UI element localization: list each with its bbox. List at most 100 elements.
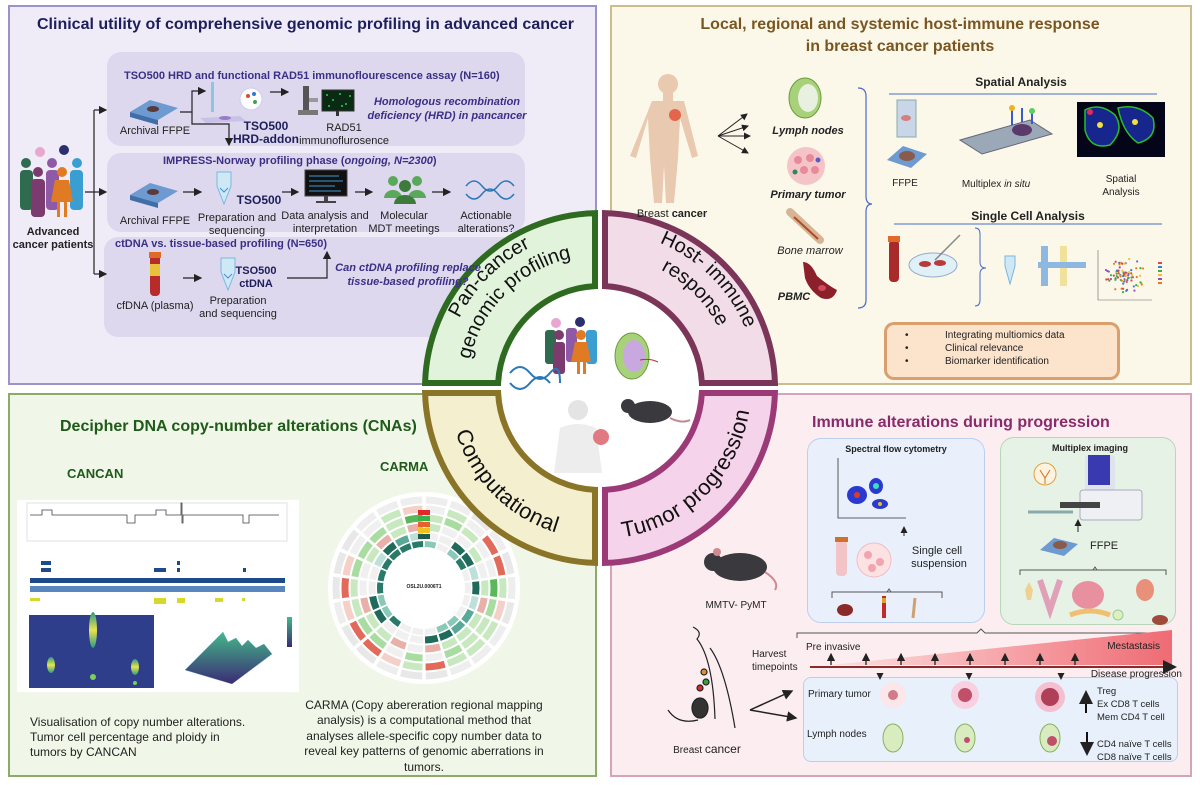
circos-segment <box>449 659 472 676</box>
umap-point <box>1118 263 1121 266</box>
umap-point <box>1139 281 1142 284</box>
circos-segment <box>471 512 492 532</box>
umap-point <box>1124 271 1127 274</box>
increased-cell-1: Treg <box>1097 686 1117 697</box>
circos-segment <box>484 558 497 578</box>
umap-legend-swatch <box>1158 278 1162 280</box>
circos-segment <box>460 526 479 544</box>
circos-segment <box>389 615 402 628</box>
circos-segment <box>407 523 423 533</box>
umap-point <box>1126 274 1130 277</box>
circos-segment <box>409 634 424 644</box>
umap-point <box>1122 282 1125 285</box>
circos-segment <box>450 541 466 556</box>
circos-segment <box>349 620 367 641</box>
circos-segment <box>382 541 398 556</box>
circos-segment <box>381 605 393 619</box>
circos-segment <box>407 643 423 653</box>
circos-segment <box>455 605 467 619</box>
circos-segment <box>390 636 407 650</box>
impress-header-prefix: IMPRESS-Norway profiling phase ( <box>163 155 345 167</box>
site-pbmc: PBMC <box>777 291 811 303</box>
circos-segment <box>365 546 380 564</box>
impress-header-italic: ongoing, N=2300 <box>344 155 433 167</box>
site-bone-marrow: Bone marrow <box>777 245 843 257</box>
segment-blocks <box>30 561 285 592</box>
spatial-analysis-title: Spatial Analysis <box>975 75 1067 89</box>
circos-segment <box>362 519 382 538</box>
circos-segment <box>394 629 410 641</box>
circos-segment <box>475 616 491 636</box>
umap-point <box>1120 279 1123 282</box>
circos-segment <box>357 540 373 560</box>
copy-number-line <box>30 502 279 524</box>
impress-header: IMPRESS-Norway profiling phase (ongoing,… <box>163 155 437 168</box>
circos-segment <box>399 622 412 633</box>
circos-segment <box>438 629 454 641</box>
harvest-label-1: Harvest <box>752 649 787 660</box>
umap-point <box>1135 267 1138 270</box>
circos-segment <box>394 535 410 547</box>
site-primary-tumor: Primary tumor <box>770 189 846 201</box>
computational-panel-title: Decipher DNA copy-number alterations (CN… <box>60 418 417 435</box>
umap-point <box>1114 288 1117 291</box>
circos-segment <box>380 652 402 667</box>
circos-segment <box>468 595 479 611</box>
circos-segment <box>425 669 449 680</box>
primary-tumor-icon <box>787 147 825 185</box>
circos-segment <box>484 598 497 618</box>
circos-segment <box>385 517 405 532</box>
cancan-desc-1: Visualisation of copy number alterations… <box>30 715 246 729</box>
increased-cell-2: Ex CD8 T cells <box>1097 699 1160 710</box>
umap-point <box>1126 276 1130 280</box>
yellow-markers <box>30 598 245 604</box>
circos-segment <box>351 558 364 578</box>
impress-mdt-2: MDT meetings <box>368 223 440 235</box>
center-mouse-icon <box>621 399 691 423</box>
cell-suspension-icon <box>835 537 892 578</box>
umap-point <box>1118 266 1121 269</box>
circos-segment <box>493 555 506 576</box>
circos-segment <box>436 543 449 554</box>
hrd-question-2: deficiency (HRD) in pancancer <box>367 110 527 122</box>
circos-segment <box>411 627 424 635</box>
single-cell-analysis-title: Single Cell Analysis <box>971 209 1085 223</box>
umap-point <box>1122 272 1125 276</box>
circos-segment <box>389 548 402 561</box>
circos-segment <box>476 562 488 579</box>
ffpe-block-icon-3 <box>887 146 927 168</box>
cancan-figure <box>17 500 299 692</box>
circos-segment <box>507 576 516 600</box>
circos-segment <box>411 541 424 549</box>
summary-item-3: Biomarker identification <box>945 356 1049 367</box>
circos-segment <box>424 634 439 644</box>
primary-tumor-row-label: Primary tumor <box>808 689 871 700</box>
center-woman-icon <box>554 400 609 473</box>
decreased-cell-1: CD4 naïve T cells <box>1097 739 1172 750</box>
umap-point <box>1116 276 1120 279</box>
carma-desc-4: reveal key patterns of genomic aberratio… <box>304 744 544 758</box>
umap-legend-swatch <box>1158 262 1162 264</box>
circos-segment <box>373 608 387 624</box>
umap-point <box>1118 261 1121 264</box>
decreased-cell-2: CD8 naïve T cells <box>1097 752 1172 763</box>
progression-wedge <box>830 630 1172 665</box>
carma-desc-3: analyses allele-specific copy number dat… <box>306 729 542 743</box>
umap-point <box>1112 274 1115 277</box>
ffpe-block-icon-4 <box>1040 538 1078 556</box>
multiplex-imaging-title: Multiplex imaging <box>1051 443 1129 453</box>
lymph-node-icon <box>788 77 822 119</box>
circos-segment <box>498 577 507 599</box>
circos-legend-swatch <box>418 534 430 539</box>
circos-segment <box>443 644 463 659</box>
circos-segment <box>341 577 350 599</box>
circos-segment <box>341 624 360 647</box>
umap-point <box>1128 257 1131 261</box>
ctdna-prep-2: and sequencing <box>199 308 277 320</box>
multiplex-ffpe-label: FFPE <box>1090 540 1119 552</box>
carma-desc-1: CARMA (Copy abereration regional mapping <box>305 698 543 712</box>
progression-panel-title: Immune alterations during progression <box>812 414 1110 431</box>
umap-point <box>1125 274 1128 277</box>
circos-segment <box>501 551 515 575</box>
circos-segment <box>450 620 466 635</box>
